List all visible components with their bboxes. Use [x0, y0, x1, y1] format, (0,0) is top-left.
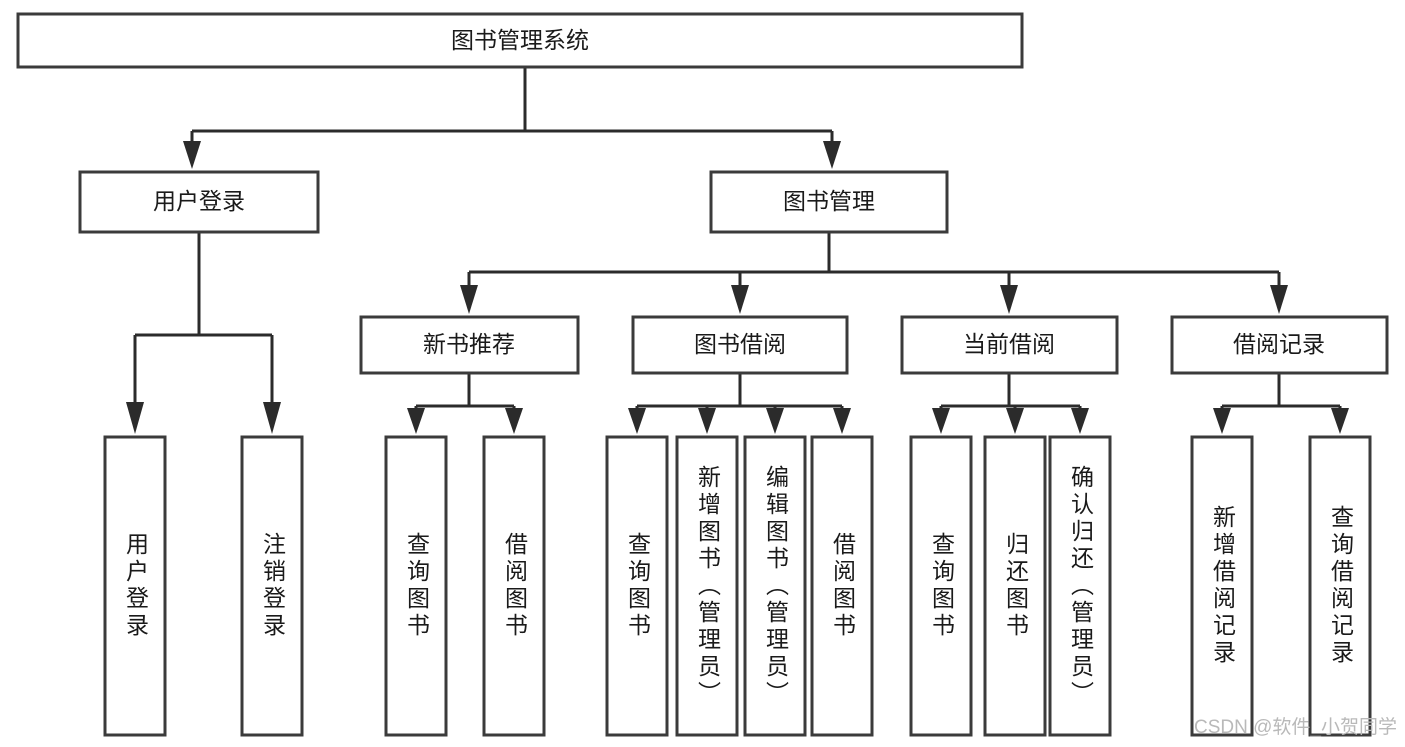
node-root-box[interactable]: [16, 12, 1024, 69]
leaf-box-query-book-recommend[interactable]: [384, 435, 448, 737]
node-new-book-recommend[interactable]: 新书推荐: [359, 315, 580, 375]
nodes-layer: 图书管理系统 用户登录 图书管理 新书推荐 图书借阅 当前: [16, 12, 1389, 737]
arrow-borrow-leaf-4: [833, 408, 851, 434]
leaf-box-user-login[interactable]: [103, 435, 167, 737]
arrow-root-to-user-login: [183, 141, 201, 169]
arrow-borrow-leaf-3: [766, 408, 784, 434]
node-current-borrow-box[interactable]: [900, 315, 1119, 375]
connectors-layer: [126, 67, 1349, 434]
node-borrow-record-box[interactable]: [1170, 315, 1389, 375]
arrow-borrow-leaf-1: [628, 408, 646, 434]
node-user-login-label: 用户登录: [153, 188, 245, 214]
node-book-borrow-box[interactable]: [631, 315, 849, 375]
node-current-borrow[interactable]: 当前借阅: [900, 315, 1119, 375]
arrow-to-leaf-logout: [263, 402, 281, 434]
node-book-borrow-label: 图书借阅: [694, 331, 786, 357]
arrow-current-leaf-3: [1071, 408, 1089, 434]
node-current-borrow-label: 当前借阅: [963, 331, 1055, 357]
node-new-book-recommend-box[interactable]: [359, 315, 580, 375]
leaf-box-query-book-current[interactable]: [909, 435, 973, 737]
arrow-root-to-book-mgmt: [823, 141, 841, 169]
arrow-recommend-leaf-1: [407, 408, 425, 434]
leaf-box-query-book-borrow[interactable]: [605, 435, 669, 737]
leaf-box-query-borrow-record[interactable]: [1308, 435, 1372, 737]
arrow-recommend-leaf-2: [505, 408, 523, 434]
leaf-box-borrow-book-recommend[interactable]: [482, 435, 546, 737]
arrow-to-current-borrow: [1000, 285, 1018, 314]
arrow-record-leaf-2: [1331, 408, 1349, 434]
leaf-box-return-book[interactable]: [983, 435, 1047, 737]
node-book-management[interactable]: 图书管理: [709, 170, 949, 234]
leaf-box-borrow-book[interactable]: [810, 435, 874, 737]
arrow-to-borrow-record: [1270, 285, 1288, 314]
node-borrow-record[interactable]: 借阅记录: [1170, 315, 1389, 375]
arrow-current-leaf-2: [1006, 408, 1024, 434]
leaf-box-add-borrow-record[interactable]: [1190, 435, 1254, 737]
leaf-box-edit-book-admin[interactable]: [743, 435, 807, 737]
node-root-label: 图书管理系统: [451, 27, 589, 53]
arrow-current-leaf-1: [932, 408, 950, 434]
arrow-to-leaf-user-login: [126, 402, 144, 434]
node-user-login[interactable]: 用户登录: [78, 170, 320, 234]
node-book-borrow[interactable]: 图书借阅: [631, 315, 849, 375]
watermark-layer: CSDN @软件_小贺同学: [1194, 716, 1397, 738]
csdn-watermark: CSDN @软件_小贺同学: [1194, 716, 1397, 738]
arrow-to-book-borrow: [731, 285, 749, 314]
node-new-book-recommend-label: 新书推荐: [423, 331, 515, 357]
leaf-box-add-book-admin[interactable]: [675, 435, 739, 737]
arrow-record-leaf-1: [1213, 408, 1231, 434]
node-root[interactable]: 图书管理系统: [16, 12, 1024, 69]
node-user-login-box[interactable]: [78, 170, 320, 234]
node-book-management-label: 图书管理: [783, 188, 875, 214]
arrow-borrow-leaf-2: [698, 408, 716, 434]
leaf-box-confirm-return-admin[interactable]: [1048, 435, 1112, 737]
arrow-to-new-book-recommend: [460, 285, 478, 314]
node-borrow-record-label: 借阅记录: [1233, 331, 1325, 357]
node-book-management-box[interactable]: [709, 170, 949, 234]
leaf-box-logout[interactable]: [240, 435, 304, 737]
